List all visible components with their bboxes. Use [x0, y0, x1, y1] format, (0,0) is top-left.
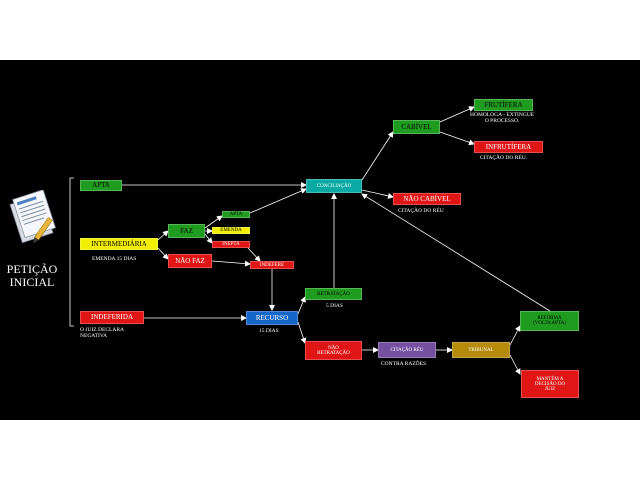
node-conciliacao-label: CONCILIAÇÃO [316, 183, 352, 189]
node-frutifera: FRUTÍFERA [474, 99, 533, 111]
node-nao-cabivel: NÃO CABÍVEL [393, 193, 461, 205]
note-homologa-line-1: HOMOLOGA - EXTINGUE [470, 112, 535, 118]
node-infrutifera: INFRUTÍFERA [474, 141, 543, 153]
node-apta-small: APTA [222, 211, 250, 218]
arrow-aptasmall-conciliacao [249, 188, 307, 214]
node-apta-small-label: APTA [229, 212, 243, 217]
node-apta: APTA [80, 180, 122, 191]
node-indefere-label: INDEFERE [259, 262, 285, 268]
note-citacao-reu-infrutifera: CITAÇÃO DO RÉU. [480, 155, 528, 161]
arrow-recurso-naoretratacao [297, 321, 307, 344]
node-indeferida-label: INDEFERIDA [91, 313, 133, 321]
node-nao-retratacao: NÃO RETRATAÇÃO [305, 341, 362, 360]
arrow-tribunal-reforma [509, 325, 521, 346]
node-recurso-label: RECURSO [255, 313, 289, 322]
node-nao-cabivel-label: NÃO CABÍVEL [403, 194, 451, 203]
arrow-faz-apta [204, 215, 223, 229]
node-reforma-line-1: REFORMA [537, 316, 562, 321]
node-recurso: RECURSO [246, 311, 298, 325]
node-tribunal-label: TRIBUNAL [468, 347, 494, 353]
node-indeferida: INDEFERIDA [80, 311, 144, 324]
node-inepta-label: INEPTA [222, 242, 240, 247]
node-citacao-reu-label: CITAÇÃO RÉU [390, 347, 424, 353]
arrow-recurso-retratacao [297, 296, 306, 315]
node-intermediaria-label: INTERMEDIÁRIA [91, 239, 147, 248]
page-title: PETIÇÃO INICIAL [0, 263, 64, 289]
node-mantem-line-2: DECISÃO DO [534, 381, 566, 387]
node-reforma: REFORMA (VOLTA APTA) [520, 311, 579, 331]
node-retratacao-label: RETRATAÇÃO [317, 291, 350, 297]
arrow-intermediaria-faz [157, 230, 169, 241]
bracket-line [69, 177, 74, 327]
node-citacao-reu: CITAÇÃO RÉU [378, 342, 436, 358]
node-nao-faz: NÃO FAZ [168, 254, 212, 268]
node-nao-faz-label: NÃO FAZ [175, 256, 205, 265]
node-cabivel: CABÍVEL [393, 120, 440, 134]
node-apta-label: APTA [92, 181, 110, 189]
arrow-cabivel-frutifera [439, 106, 475, 123]
node-nao-retratacao-line-1: NÃO [328, 345, 339, 351]
node-infrutifera-label: INFRUTÍFERA [485, 142, 532, 151]
note-emenda-15-dias: EMENDA 15 DIAS [92, 256, 137, 262]
arrow-reforma-conciliacao [361, 193, 551, 312]
note-citacao-reu-nao-cabivel: CITAÇÃO DO RÉU [398, 208, 444, 214]
note-juiz-declara: O JUIZ DECLARA NEGATIVA [80, 327, 124, 339]
node-emenda-label: EMENDA [220, 228, 242, 233]
arrow-intermediaria-naofaz [157, 247, 169, 260]
title-line-2: INICIAL [9, 275, 55, 289]
connector-lines [69, 106, 551, 375]
arrow-faz-inepta [204, 233, 213, 244]
arrow-tribunal-mantem [509, 354, 521, 375]
node-mantem-line-3: JUIZ [544, 386, 556, 392]
node-mantem-line-1: MANTÉM A [536, 376, 564, 382]
arrow-conciliacao-cabivel [361, 131, 394, 181]
node-nao-retratacao-line-2: RETRATAÇÃO [317, 350, 350, 356]
node-tribunal: TRIBUNAL [452, 342, 510, 358]
node-inepta: INEPTA [212, 241, 250, 248]
node-faz-label: FAZ [180, 226, 193, 235]
note-homologa-line-2: O PROCESSO. [484, 118, 520, 124]
arrow-naofaz-indefere [211, 260, 251, 267]
note-juiz-declara-line-2: NEGATIVA [80, 333, 108, 339]
node-emenda: EMENDA [212, 227, 250, 234]
arrow-conciliacao-naocabivel [361, 189, 394, 199]
node-faz: FAZ [168, 224, 205, 238]
node-mantem: MANTÉM A DECISÃO DO JUIZ [521, 370, 579, 398]
node-conciliacao: CONCILIAÇÃO [306, 179, 362, 193]
note-juiz-declara-line-1: O JUIZ DECLARA [80, 327, 124, 333]
note-recurso-15-dias: 15 DIAS [259, 328, 279, 334]
node-retratacao: RETRATAÇÃO [305, 288, 362, 300]
node-cabivel-label: CABÍVEL [401, 122, 432, 131]
node-intermediaria: INTERMEDIÁRIA [80, 238, 158, 250]
title-line-1: PETIÇÃO [6, 262, 58, 276]
arrow-cabivel-infrutifera [439, 131, 475, 146]
node-frutifera-label: FRUTÍFERA [484, 100, 523, 109]
note-retratacao-5-dias: 5 DIAS [326, 303, 343, 309]
flowchart-slide: PETIÇÃO INICIAL APTA INTERMEDIÁRIA INDEF… [0, 60, 640, 420]
note-homologa: HOMOLOGA - EXTINGUE O PROCESSO. [470, 112, 534, 124]
node-reforma-line-2: (VOLTA APTA) [533, 321, 566, 326]
document-with-pencil-icon [9, 190, 56, 244]
note-contra-razoes: CONTRA RAZÕES [381, 361, 427, 367]
node-indefere: INDEFERE [250, 261, 294, 269]
arrow-inepta-indefere [247, 247, 261, 262]
